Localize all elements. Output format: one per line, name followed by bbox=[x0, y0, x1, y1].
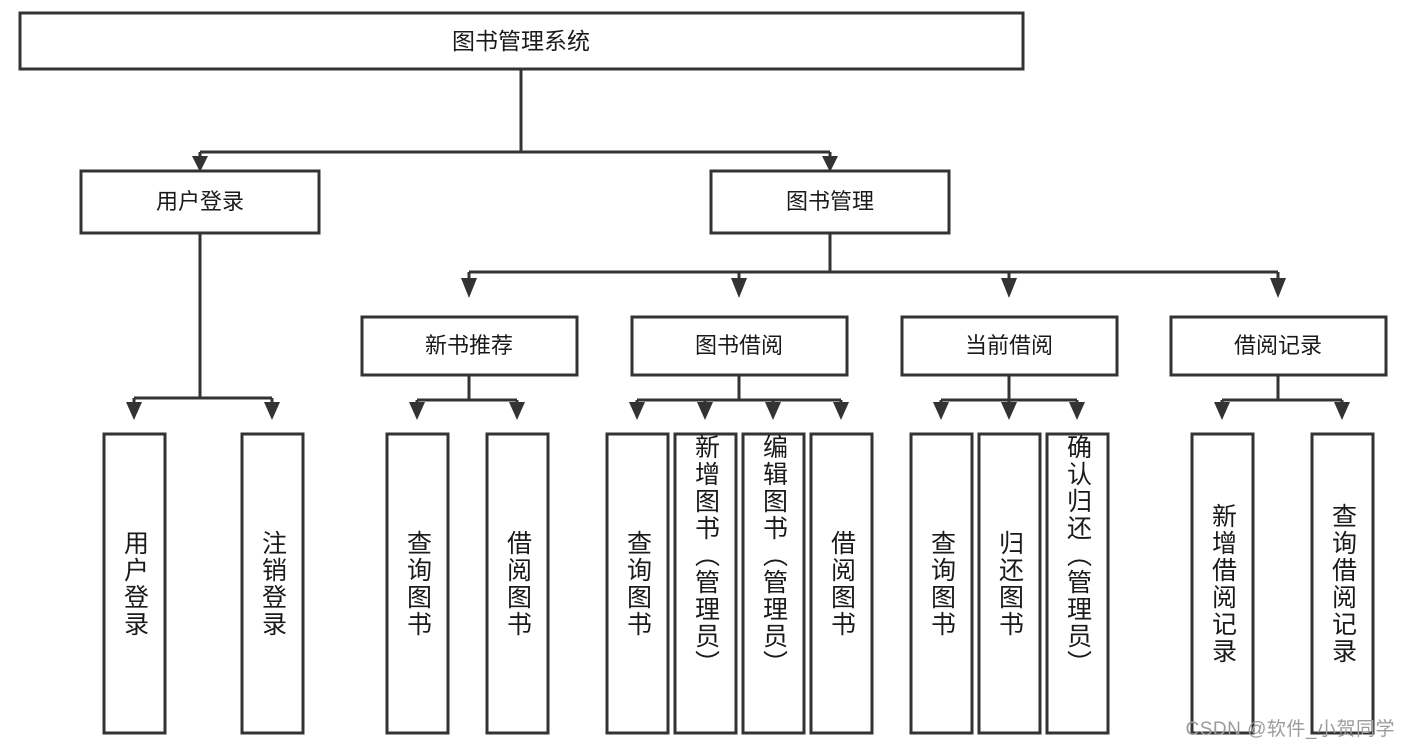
connector-current-borrow-bus bbox=[939, 375, 1079, 406]
leaf-box-current-borrow-3[interactable] bbox=[1045, 432, 1110, 735]
arrowhead-to-borrow-record bbox=[1270, 278, 1286, 298]
node-root-box[interactable] bbox=[18, 11, 1025, 71]
node-user-login[interactable]: 用户登录 bbox=[79, 169, 321, 235]
arrowhead-to-book-manage bbox=[822, 156, 838, 172]
arrowhead-to-book-borrow bbox=[731, 278, 747, 298]
node-book-manage-box[interactable] bbox=[709, 169, 951, 235]
arrowhead-new-book-leaf-2 bbox=[509, 402, 525, 420]
arrowhead-book-borrow-leaf-1 bbox=[629, 402, 645, 420]
leaf-box-current-borrow-1[interactable] bbox=[909, 432, 974, 735]
node-new-book-box[interactable] bbox=[360, 315, 579, 377]
node-current-borrow[interactable]: 当前借阅 bbox=[900, 315, 1119, 377]
node-book-manage-label: 图书管理 bbox=[786, 189, 874, 214]
leaf-box-new-book-2[interactable] bbox=[485, 432, 550, 735]
arrowhead-current-borrow-leaf-2 bbox=[1001, 402, 1017, 420]
node-root-label: 图书管理系统 bbox=[452, 28, 590, 54]
node-book-borrow[interactable]: 图书借阅 bbox=[630, 315, 849, 377]
node-borrow-record-box[interactable] bbox=[1169, 315, 1388, 377]
connector-book-manage-bus bbox=[467, 233, 1280, 282]
arrowhead-to-new-book bbox=[461, 278, 477, 298]
arrowhead-book-borrow-leaf-4 bbox=[833, 402, 849, 420]
arrowhead-borrow-record-leaf-2 bbox=[1334, 402, 1350, 420]
leaf-box-layer bbox=[102, 432, 1375, 735]
csdn-watermark: CSDN @软件_小贺同学 bbox=[1185, 719, 1395, 740]
connector-borrow-record-bus bbox=[1220, 375, 1344, 406]
node-user-login-box[interactable] bbox=[79, 169, 321, 235]
leaf-box-book-borrow-3[interactable] bbox=[741, 432, 806, 735]
connector-book-borrow-bus bbox=[635, 375, 843, 406]
arrowhead-user-login-leaf-1 bbox=[126, 402, 142, 420]
node-new-book-label: 新书推荐 bbox=[425, 333, 513, 358]
connector-root-bus bbox=[198, 69, 832, 160]
arrowhead-current-borrow-leaf-3 bbox=[1069, 402, 1085, 420]
node-borrow-record[interactable]: 借阅记录 bbox=[1169, 315, 1388, 377]
leaf-box-current-borrow-2[interactable] bbox=[977, 432, 1042, 735]
node-current-borrow-box[interactable] bbox=[900, 315, 1119, 377]
leaf-box-user-login-2[interactable] bbox=[240, 432, 305, 735]
leaf-box-borrow-record-2[interactable] bbox=[1310, 432, 1375, 735]
arrowhead-to-current-borrow bbox=[1001, 278, 1017, 298]
arrowhead-book-borrow-leaf-2 bbox=[697, 402, 713, 420]
leaf-box-book-borrow-4[interactable] bbox=[809, 432, 874, 735]
node-book-borrow-box[interactable] bbox=[630, 315, 849, 377]
arrowhead-book-borrow-leaf-3 bbox=[765, 402, 781, 420]
leaf-box-borrow-record-1[interactable] bbox=[1190, 432, 1255, 735]
leaf-box-new-book-1[interactable] bbox=[385, 432, 450, 735]
arrowhead-borrow-record-leaf-1 bbox=[1214, 402, 1230, 420]
node-book-manage[interactable]: 图书管理 bbox=[709, 169, 951, 235]
node-book-borrow-label: 图书借阅 bbox=[695, 333, 783, 358]
node-user-login-label: 用户登录 bbox=[156, 189, 244, 214]
node-borrow-record-label: 借阅记录 bbox=[1234, 333, 1322, 358]
arrowhead-user-login-leaf-2 bbox=[264, 402, 280, 420]
connector-layer bbox=[126, 69, 1350, 420]
connector-user-login-bus bbox=[132, 233, 274, 406]
arrowhead-to-user-login bbox=[192, 156, 208, 172]
leaf-box-user-login-1[interactable] bbox=[102, 432, 167, 735]
arrowhead-current-borrow-leaf-1 bbox=[933, 402, 949, 420]
arrowhead-new-book-leaf-1 bbox=[409, 402, 425, 420]
leaf-box-book-borrow-1[interactable] bbox=[605, 432, 670, 735]
node-root[interactable]: 图书管理系统 bbox=[18, 11, 1025, 71]
node-current-borrow-label: 当前借阅 bbox=[965, 333, 1053, 358]
node-new-book[interactable]: 新书推荐 bbox=[360, 315, 579, 377]
connector-new-book-bus bbox=[415, 375, 519, 406]
leaf-box-book-borrow-2[interactable] bbox=[673, 432, 738, 735]
